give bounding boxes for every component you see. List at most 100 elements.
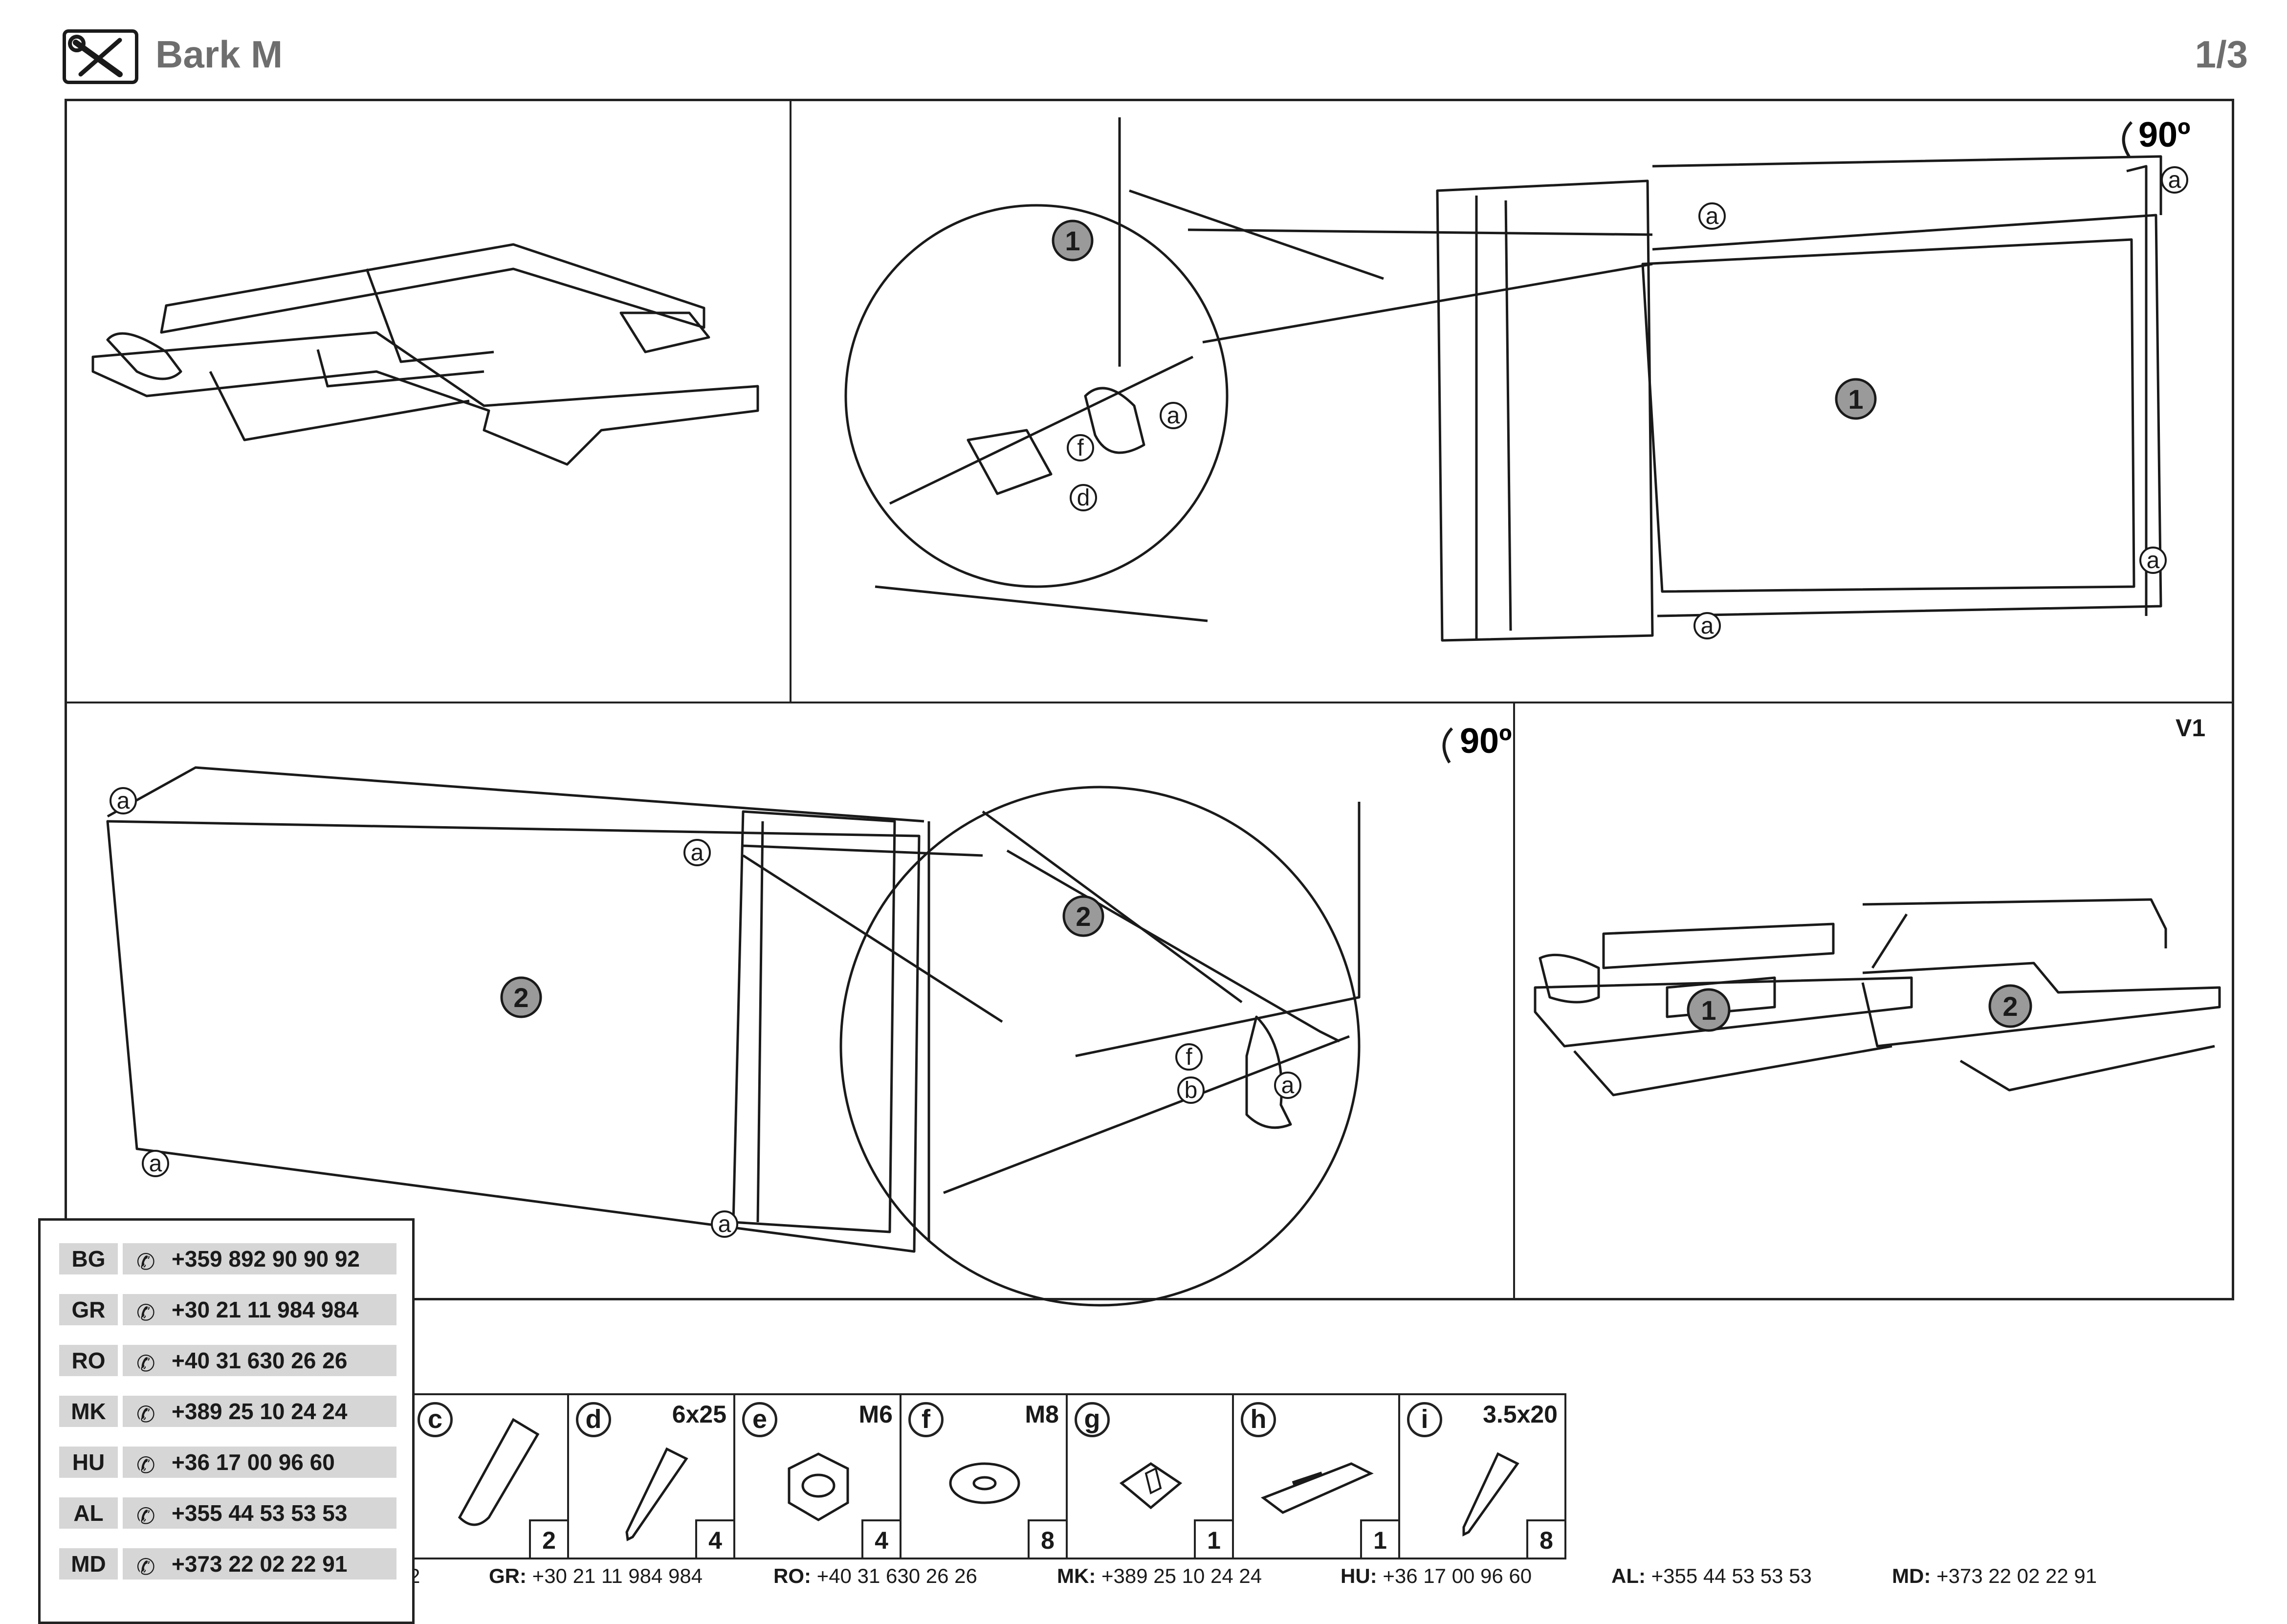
phone-number-cell: ✆+36 17 00 96 60 xyxy=(123,1447,396,1478)
variant-label: V1 xyxy=(2176,714,2206,742)
label-f: f xyxy=(1077,435,1084,461)
hardware-qty: 8 xyxy=(1526,1519,1564,1558)
detail-magnifier xyxy=(844,204,1229,588)
phone-number-cell: ✆+373 22 02 22 91 xyxy=(123,1548,396,1580)
phone-icon: ✆ xyxy=(136,1351,155,1376)
footer-contact: MK: +389 25 10 24 24 xyxy=(1057,1564,1262,1587)
phone-icon: ✆ xyxy=(136,1300,155,1325)
instruction-frame xyxy=(65,99,2234,1300)
hardware-size: M8 xyxy=(1025,1401,1059,1428)
step1-frame-illustration: 1 1 a f d a a a a 90º xyxy=(844,115,2190,642)
hardware-item-f: f M8 8 xyxy=(900,1393,1068,1559)
hardware-item-c: c 2 xyxy=(409,1393,569,1559)
panel-divider xyxy=(67,702,2233,703)
hardware-item-i: i 3.5x20 8 xyxy=(1398,1393,1566,1559)
rotate-arrow-icon xyxy=(1442,727,1453,764)
country-code: MD xyxy=(59,1548,118,1580)
callout-badge xyxy=(1062,895,1104,937)
sofa-overview-illustration xyxy=(91,243,759,466)
hardware-letter: i xyxy=(1407,1402,1442,1437)
hex-nut-icon xyxy=(788,1452,849,1521)
phone-number-cell: ✆+355 44 53 53 53 xyxy=(123,1497,396,1529)
footer-contact: MD: +373 22 02 22 91 xyxy=(1892,1564,2097,1587)
label-a: a xyxy=(1281,1073,1295,1098)
module-2-label: 2 xyxy=(2002,991,2018,1022)
label-f: f xyxy=(1186,1044,1192,1070)
label-a: a xyxy=(2168,167,2181,193)
hardware-size: 6x25 xyxy=(672,1401,726,1428)
tools-icon xyxy=(63,29,138,84)
phone-icon: ✆ xyxy=(136,1402,155,1427)
country-code: AL xyxy=(59,1497,118,1529)
footer-contact: GR: +30 21 11 984 984 xyxy=(489,1564,703,1587)
label-a: a xyxy=(1701,613,1714,639)
label-a: a xyxy=(718,1211,731,1237)
phone-number-cell: ✆+359 892 90 90 92 xyxy=(123,1243,396,1274)
assembled-sofa-illustration: 1 2 xyxy=(1534,898,2221,1097)
washer-icon xyxy=(949,1462,1020,1504)
hardware-item-h: h 1 xyxy=(1232,1393,1400,1559)
hardware-letter: e xyxy=(742,1402,777,1437)
hardware-qty: 4 xyxy=(695,1519,733,1558)
label-a: a xyxy=(691,840,704,866)
callout-badge xyxy=(1052,219,1094,262)
support-phone-box: BG ✆+359 892 90 90 92 GR ✆+30 21 11 984 … xyxy=(38,1218,415,1624)
callout-1-detail: 1 xyxy=(1065,225,1080,256)
footer-contact: HU: +36 17 00 96 60 xyxy=(1341,1564,1532,1587)
callout-badge xyxy=(1687,988,1731,1032)
callout-2-frame: 2 xyxy=(513,982,528,1013)
latch-icon xyxy=(1260,1462,1374,1514)
country-code: HU xyxy=(59,1447,118,1478)
phone-icon: ✆ xyxy=(136,1452,155,1478)
document-title: Bark M xyxy=(155,33,283,76)
hardware-size: 3.5x20 xyxy=(1483,1401,1558,1428)
rotate-label: 90º xyxy=(2138,115,2190,154)
country-code: MK xyxy=(59,1396,118,1427)
rotate-label: 90º xyxy=(1460,722,1512,761)
callout-badge xyxy=(500,976,542,1018)
hardware-letter: d xyxy=(576,1402,611,1437)
detail-magnifier xyxy=(839,786,1361,1307)
module-1-label: 1 xyxy=(1701,995,1716,1026)
phone-icon: ✆ xyxy=(136,1503,155,1529)
label-a: a xyxy=(117,788,130,814)
callout-badge xyxy=(1988,984,2032,1028)
hardware-letter: f xyxy=(908,1402,944,1437)
phone-icon: ✆ xyxy=(136,1249,155,1274)
step2-frame-illustration: 2 2 a a a a a f b 90º xyxy=(106,722,1512,1307)
phone-number-cell: ✆+30 21 11 984 984 xyxy=(123,1294,396,1325)
callout-1-frame: 1 xyxy=(1848,384,1863,415)
panel-divider xyxy=(790,101,792,702)
phone-number-cell: ✆+40 31 630 26 26 xyxy=(123,1345,396,1376)
mounting-plate-icon xyxy=(1119,1462,1183,1510)
footer-contact: AL: +355 44 53 53 53 xyxy=(1611,1564,1812,1587)
hardware-qty: 1 xyxy=(1194,1519,1232,1558)
wood-screw-icon xyxy=(1462,1452,1519,1537)
screw-icon xyxy=(625,1447,688,1541)
hardware-qty: 1 xyxy=(1360,1519,1398,1558)
label-a: a xyxy=(2147,548,2160,573)
hardware-qty: 4 xyxy=(861,1519,900,1558)
hardware-item-g: g 1 xyxy=(1066,1393,1234,1559)
page-number: 1/3 xyxy=(2195,33,2248,76)
wrench-screwdriver-glyph xyxy=(68,35,123,77)
rotate-arrow-icon xyxy=(2122,121,2133,157)
label-b: b xyxy=(1185,1077,1198,1103)
hardware-item-e: e M6 4 xyxy=(733,1393,902,1559)
label-a: a xyxy=(149,1151,162,1177)
hardware-letter: h xyxy=(1241,1402,1276,1437)
hardware-letter: c xyxy=(418,1402,453,1437)
footer-contact: RO: +40 31 630 26 26 xyxy=(773,1564,977,1587)
panel-divider xyxy=(1513,702,1515,1299)
hardware-letter: g xyxy=(1075,1402,1110,1437)
label-a: a xyxy=(1167,403,1180,429)
country-code: BG xyxy=(59,1243,118,1274)
callout-badge xyxy=(1835,378,1877,420)
hardware-qty: 8 xyxy=(1028,1519,1066,1558)
country-code: RO xyxy=(59,1345,118,1376)
country-code: GR xyxy=(59,1294,118,1325)
label-a: a xyxy=(1706,203,1719,229)
corner-bracket-icon xyxy=(458,1418,540,1526)
phone-icon: ✆ xyxy=(136,1554,155,1580)
hardware-size: M6 xyxy=(858,1401,893,1428)
